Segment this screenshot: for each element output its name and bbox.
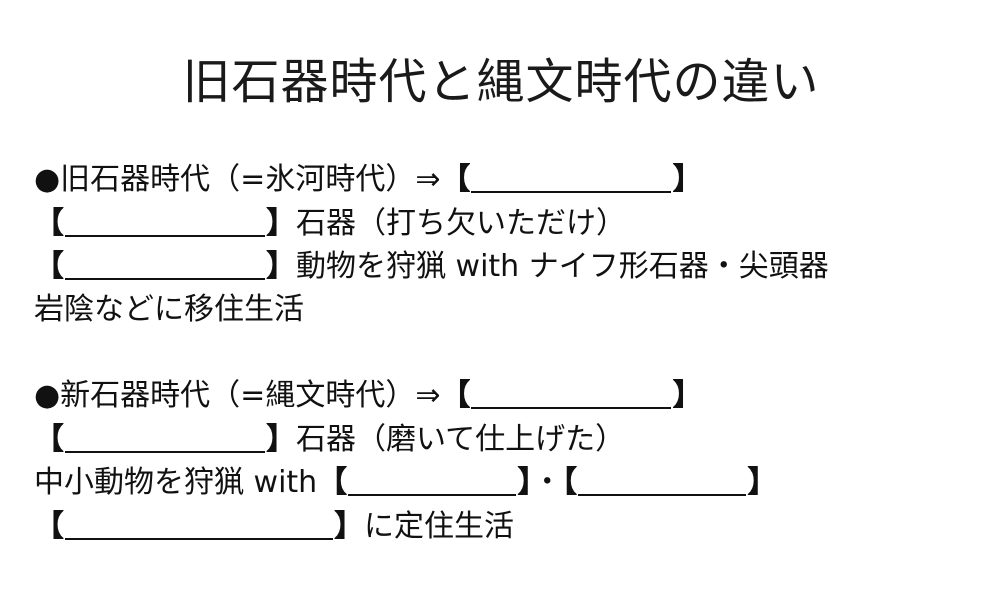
neolithic-hunting-line: 中小動物を狩猟 with【】・【】: [34, 461, 777, 505]
paleolithic-tool-line: 【 】石器（打ち欠いただけ）: [34, 202, 626, 246]
bracket-close: 】: [266, 249, 296, 284]
neolithic-hunting-text: 中小動物を狩猟 with: [34, 465, 318, 500]
answer-blank-neolithic-tool[interactable]: [65, 421, 265, 453]
bracket-close: 】: [266, 422, 296, 457]
neolithic-tool-text: 石器（磨いて仕上げた）: [296, 422, 626, 457]
bracket-open: 【: [440, 378, 471, 413]
paleolithic-hunting-line: 【 】動物を狩猟 with ナイフ形石器・尖頭器: [34, 245, 829, 289]
bracket-open: 【: [34, 422, 64, 457]
paleolithic-dwelling-text: 岩陰などに移住生活: [34, 292, 304, 327]
paleolithic-heading-line: ●旧石器時代（=氷河時代）⇒【 】: [34, 158, 702, 202]
neolithic-heading: ●新石器時代（=縄文時代）⇒: [34, 378, 441, 413]
paleolithic-dwelling-line: 岩陰などに移住生活: [34, 288, 304, 332]
bracket-close: 】: [517, 465, 533, 500]
bracket-open: 【: [317, 465, 348, 500]
bracket-open: 【: [440, 162, 471, 197]
neolithic-tool-line: 【 】石器（磨いて仕上げた）: [34, 418, 625, 462]
answer-blank-neolithic-era[interactable]: [471, 377, 672, 409]
answer-blank-neolithic-weapon-2[interactable]: [578, 464, 747, 496]
bracket-close: 】: [672, 162, 703, 197]
bracket-close: 】: [266, 206, 296, 241]
separator-dot: ・: [532, 465, 563, 500]
bracket-close: 】: [334, 509, 364, 544]
paleolithic-hunting-text: 動物を狩猟 with ナイフ形石器・尖頭器: [296, 249, 829, 284]
neolithic-dwelling-line: 【 】に定住生活: [34, 505, 514, 549]
answer-blank-neolithic-dwelling[interactable]: [65, 508, 333, 540]
slide-title: 旧石器時代と縄文時代の違い: [182, 54, 820, 110]
answer-blank-neolithic-weapon-1[interactable]: [348, 464, 517, 496]
bracket-open: 【: [34, 206, 64, 241]
paleolithic-heading: ●旧石器時代（=氷河時代）⇒: [34, 162, 441, 197]
bracket-open: 【: [562, 465, 578, 500]
answer-blank-paleolithic-animal[interactable]: [65, 248, 265, 280]
neolithic-dwelling-text: に定住生活: [364, 509, 514, 544]
bracket-close: 】: [747, 465, 778, 500]
bracket-open: 【: [34, 249, 64, 284]
bracket-close: 】: [672, 378, 703, 413]
answer-blank-paleolithic-tool[interactable]: [65, 205, 265, 237]
answer-blank-paleolithic-era[interactable]: [471, 161, 672, 193]
paleolithic-tool-text: 石器（打ち欠いただけ）: [296, 206, 626, 241]
neolithic-heading-line: ●新石器時代（=縄文時代）⇒【 】: [34, 374, 702, 418]
bracket-open: 【: [34, 509, 64, 544]
